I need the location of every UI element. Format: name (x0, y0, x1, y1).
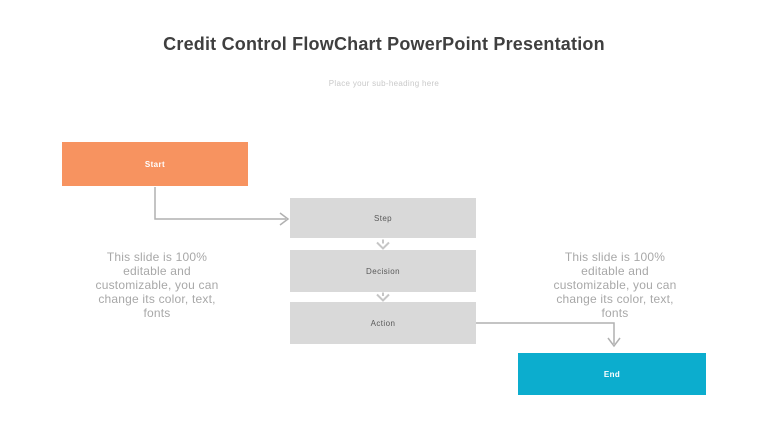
arrow-decision-to-action (376, 292, 390, 302)
node-decision-label: Decision (366, 266, 400, 276)
arrow-step-to-decision (376, 239, 390, 250)
connector-start-to-step (154, 187, 290, 226)
node-start-label: Start (144, 159, 166, 169)
slide-title: Credit Control FlowChart PowerPoint Pres… (163, 34, 605, 54)
editable-note-left: This slide is 100% editable and customiz… (95, 250, 219, 320)
flowchart-node-decision: Decision (290, 250, 476, 292)
node-action-label: Action (370, 318, 396, 328)
node-end-label: End (603, 369, 621, 379)
node-step-label: Step (373, 213, 393, 223)
flowchart-node-step: Step (290, 198, 476, 238)
editable-note-right: This slide is 100% editable and customiz… (553, 250, 677, 320)
flowchart-node-end: End (518, 353, 706, 395)
flowchart-node-start: Start (62, 142, 248, 186)
slide-subheading: Place your sub-heading here (328, 79, 440, 88)
flowchart-node-action: Action (290, 302, 476, 344)
connector-action-to-end (476, 322, 621, 348)
